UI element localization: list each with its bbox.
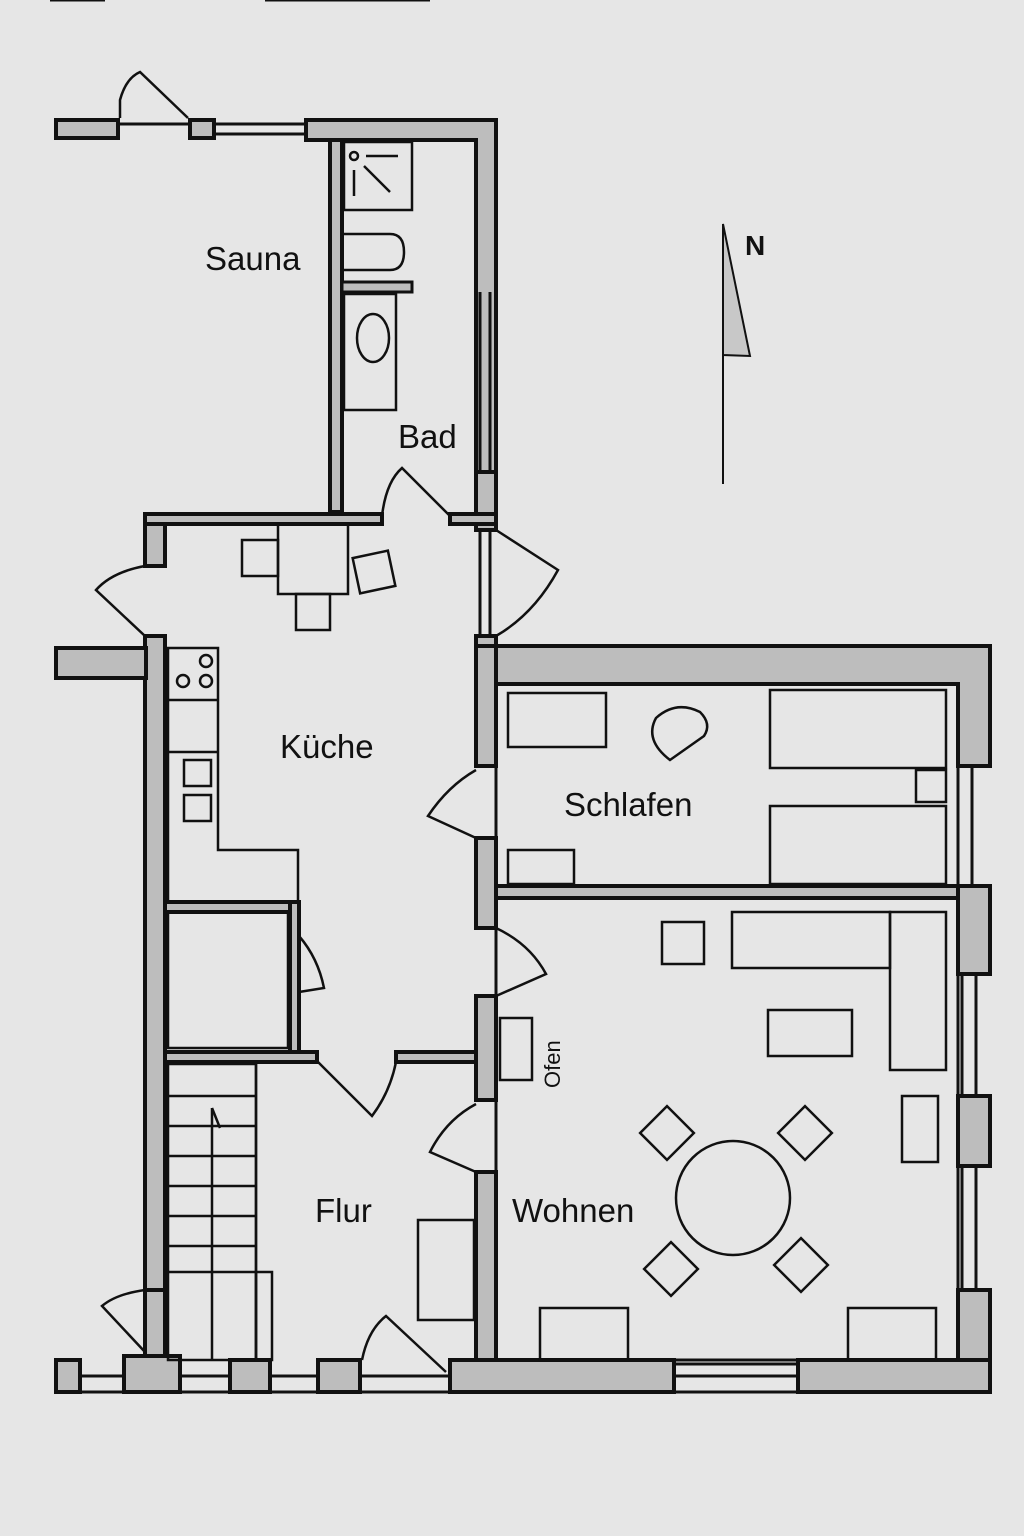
room-label-kueche: Küche [280,728,374,765]
north-label: N [745,230,766,261]
walls [54,118,992,1394]
room-label-wohnen: Wohnen [512,1192,635,1229]
room-label-schlafen: Schlafen [564,786,693,823]
room-label-flur: Flur [315,1192,372,1229]
ofen-label: Ofen [540,1040,565,1088]
room-label-bad: Bad [398,418,457,455]
room-label-sauna: Sauna [205,240,301,277]
north-arrow-icon [722,223,752,484]
